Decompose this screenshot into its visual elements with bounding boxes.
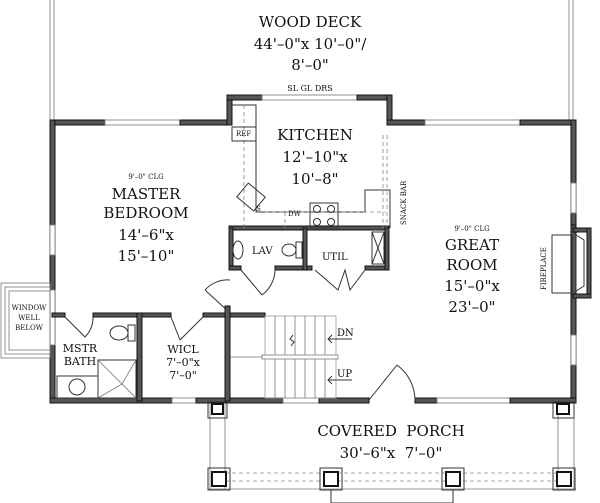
lav-util: LAV UTIL [204,227,390,314]
great-room-name2: ROOM [446,256,497,274]
front-door [368,364,416,401]
deck-name: WOOD DECK [259,13,362,31]
snack-bar-label: SNACK BAR [400,180,408,225]
bath-closet: MSTR BATH WICL 7'–0"x 7'–0" [51,305,266,402]
lav-sink-icon [232,240,244,260]
ref-label: REF [236,130,251,138]
great-room-ceiling: 9'–0" CLG [454,225,490,233]
porch-dim: 30'–6"x 7'–0" [340,444,443,462]
bath-name1: MSTR [63,342,98,355]
window-well: WINDOW WELL BELOW [0,282,51,359]
window-well-text2: WELL [18,314,40,322]
bedroom-ceiling: 9'–0" CLG [128,173,164,181]
util-label: UTIL [322,252,348,263]
wicl-dim2: 7'–0" [169,369,197,382]
great-room-dim1: 15'–0"x [444,277,500,295]
master-bedroom: 9'–0" CLG MASTER BEDROOM 14'–6"x 15'–10" [103,173,188,265]
lav-label: LAV [252,246,273,257]
dw-label: DW [288,210,302,218]
great-room: 9'–0" CLG GREAT ROOM 15'–0"x 23'–0" [444,225,500,316]
wicl-dim1: 7'–0"x [166,356,201,369]
covered-porch: COVERED PORCH 30'–6"x 7'–0" [207,401,576,503]
sliding-doors-label: SL GL DRS [287,84,333,93]
fireplace: FIREPLACE [540,227,592,299]
kitchen-dim2: 10'–8" [291,170,338,188]
bath-name2: BATH [64,355,96,368]
kitchen-dim1: 12'–10"x [282,148,348,166]
deck-dim2: 8'–0" [291,56,329,74]
great-room-dim2: 23'–0" [448,298,495,316]
stairs-up-label: UP [337,369,352,380]
kitchen-name: KITCHEN [277,126,353,144]
bedroom-dim2: 15'–10" [118,247,175,265]
wicl-name: WICL [167,343,199,356]
bath-sink-icon [68,378,86,396]
bedroom-dim1: 14'–6"x [118,226,174,244]
great-room-name1: GREAT [445,236,499,254]
toilet-icon [281,243,297,257]
cooktop-icon [309,202,339,229]
kitchen: REF S DW SNACK BAR SL GL DRS KITCHEN 12'… [228,84,408,231]
fireplace-label: FIREPLACE [540,247,548,290]
window-well-text1: WINDOW [12,304,47,312]
sink-label: S [256,205,261,213]
porch-name: COVERED PORCH [317,422,464,440]
stairs-dn-label: DN [337,328,354,339]
wood-deck: WOOD DECK 44'–0"x 10'–0"/ 8'–0" [49,0,574,123]
bedroom-name1: MASTER [112,185,181,203]
sink-icon [236,182,266,212]
window-well-text3: BELOW [15,324,44,332]
deck-dim1: 44'–0"x 10'–0"/ [254,35,368,53]
stairs: DN UP [230,315,354,399]
bedroom-name2: BEDROOM [103,204,188,222]
